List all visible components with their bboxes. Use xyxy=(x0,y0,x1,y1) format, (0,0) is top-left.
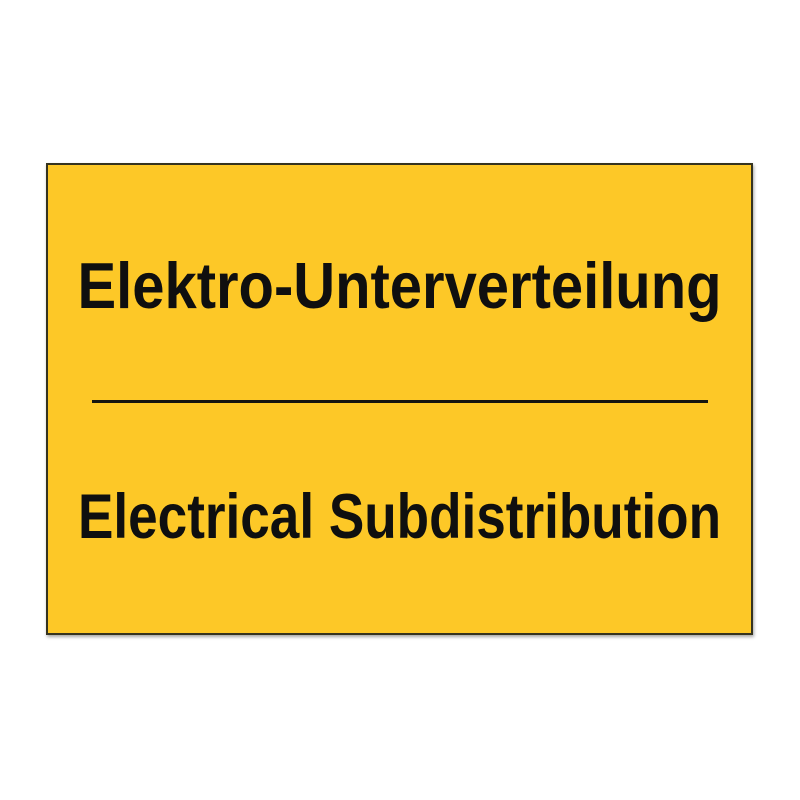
sign-title-english: Electrical Subdistribution xyxy=(78,482,721,552)
sign-canvas: Elektro-Unterverteilung Electrical Subdi… xyxy=(46,163,753,635)
warning-sign: Elektro-Unterverteilung Electrical Subdi… xyxy=(46,163,753,635)
sign-border xyxy=(46,163,753,635)
sign-title-german: Elektro-Unterverteilung xyxy=(78,249,722,322)
sign-background xyxy=(47,164,752,634)
divider-line xyxy=(92,400,708,403)
